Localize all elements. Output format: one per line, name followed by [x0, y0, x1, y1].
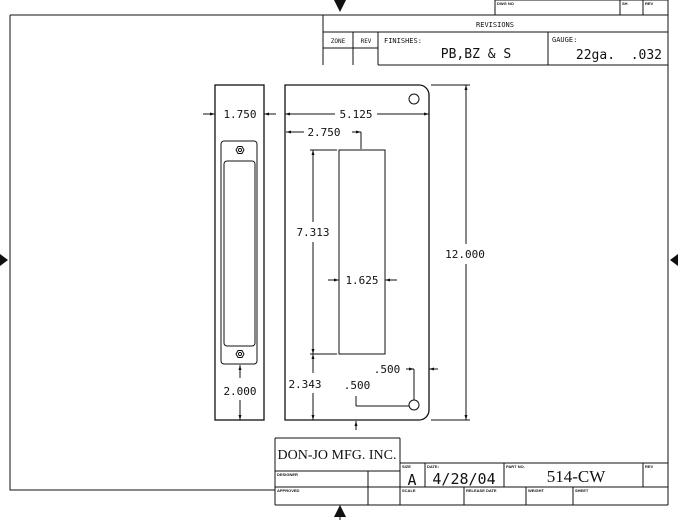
side-view: 1.750 2.000 [203, 84, 276, 421]
rev-label: REV [645, 464, 654, 469]
mounting-hole [408, 399, 420, 411]
zone-label: ZONE [331, 38, 346, 45]
dim-side-bottom: 2.000 [223, 385, 256, 398]
part-no-label: PART NO. [506, 464, 525, 469]
front-plate-view: 5.125 2.750 7.313 1.625 2.343 12.000 .50… [284, 84, 485, 430]
sheet-label: SHEET [575, 488, 589, 493]
date-label: DATE: [427, 464, 439, 469]
dim-slot-bottom: 2.343 [288, 378, 321, 391]
rev-col-label: REV [361, 38, 372, 45]
size-label: SIZE [402, 464, 411, 469]
dim-slot-width: 1.625 [345, 274, 378, 287]
slot-cutout [338, 149, 386, 355]
weight-label: WEIGHT [528, 488, 545, 493]
release-date-label: RELEASE DATE [466, 488, 497, 493]
part-no-value: 514-CW [547, 467, 607, 486]
size-value: A [407, 471, 416, 489]
nut-icon [235, 146, 245, 154]
revisions-title: REVISIONS [476, 21, 514, 29]
scale-label: SCALE [402, 488, 416, 493]
revisions-block: DWG NO SH REV REVISIONS ZONE REV FINISHE… [322, 0, 669, 66]
nut-icon [235, 350, 245, 358]
dwg-no-label: DWG NO [497, 1, 514, 6]
designer-label: DESIGNER [277, 472, 298, 477]
dim-plate-height: 12.000 [445, 248, 485, 261]
dim-plate-width: 5.125 [339, 108, 372, 121]
approved-label: APPROVED [277, 488, 300, 493]
dim-slot-height: 7.313 [296, 226, 329, 239]
dim-side-width: 1.750 [223, 108, 256, 121]
dim-slot-offset: 2.750 [307, 126, 340, 139]
title-block: DON-JO MFG. INC. DESIGNER APPROVED SIZE … [274, 437, 669, 506]
gauge-value: 22ga. .032 [576, 48, 662, 63]
mounting-hole [408, 93, 420, 105]
finishes-value: PB,BZ & S [441, 47, 511, 62]
gauge-label: GAUGE: [552, 36, 577, 44]
rev-label: REV [645, 1, 654, 6]
finishes-label: FINISHES: [384, 37, 422, 45]
dim-hole-bottom: .500 [344, 379, 371, 392]
dim-hole-right: .500 [374, 363, 401, 376]
sh-label: SH [622, 1, 628, 6]
company-name: DON-JO MFG. INC. [277, 448, 396, 463]
date-value: 4/28/04 [432, 470, 495, 488]
